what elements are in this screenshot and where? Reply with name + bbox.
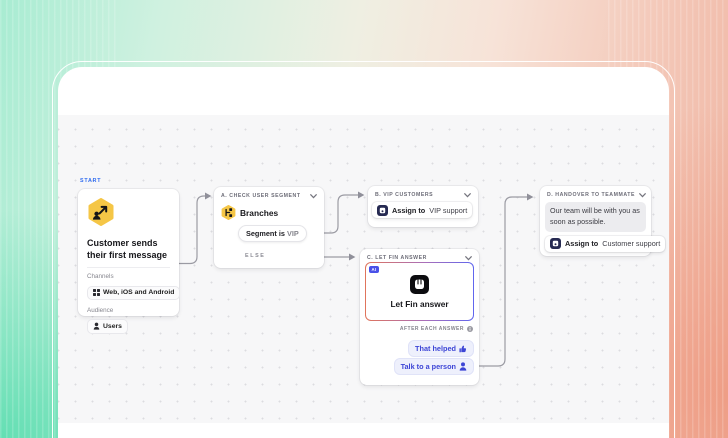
audience-chip[interactable]: Users	[87, 318, 128, 334]
fin-logo-icon	[410, 274, 429, 294]
after-each-answer-label: AFTER EACH ANSWER	[399, 326, 464, 332]
node-let-fin-answer[interactable]: C. LET FIN ANSWER AI Let Fin answer AFTE…	[360, 249, 479, 385]
branch-condition-value: VIP	[286, 229, 299, 238]
chevron-down-icon[interactable]	[639, 192, 646, 198]
node-c-header: C. LET FIN ANSWER	[367, 255, 427, 261]
assign-prefix: Assign to	[392, 205, 426, 215]
fin-card-title: Let Fin answer	[390, 298, 449, 309]
node-d-header: D. HANDOVER TO TEAMMATE	[547, 192, 635, 198]
channels-chip[interactable]: Web, iOS and Android	[87, 285, 181, 300]
branch-segment-is-vip[interactable]: Segment is VIP	[238, 225, 307, 242]
after-each-answer-row: AFTER EACH ANSWER	[400, 326, 473, 332]
node-vip-customers[interactable]: B. VIP CUSTOMERS Assign to VIP support	[368, 186, 478, 227]
channels-label: Channels	[87, 273, 114, 281]
chevron-down-icon[interactable]	[464, 192, 471, 198]
node-start[interactable]: Customer sends their first message Chann…	[78, 189, 181, 334]
start-trigger-icon	[88, 198, 114, 226]
audience-chip-label: Users	[103, 322, 122, 330]
node-handover-to-teammate[interactable]: D. HANDOVER TO TEAMMATE Our team will be…	[540, 186, 666, 256]
node-b-header: B. VIP CUSTOMERS	[375, 192, 434, 198]
talk-to-a-person-label: Talk to a person	[400, 362, 456, 371]
node-a-title: Branches	[240, 208, 279, 218]
start-badge: START	[80, 178, 102, 184]
assign-target: VIP support	[429, 205, 468, 215]
inbox-app-icon	[550, 238, 561, 250]
branch-condition-prefix: Segment is	[246, 229, 285, 238]
chevron-down-icon[interactable]	[465, 255, 472, 261]
chevron-down-icon[interactable]	[310, 193, 317, 199]
person-icon	[459, 362, 467, 371]
node-start-title: Customer sends their first message	[87, 238, 168, 261]
node-a-header: A. CHECK USER SEGMENT	[221, 193, 301, 199]
that-helped-label: That helped	[415, 344, 456, 353]
branch-else[interactable]: ELSE	[245, 253, 266, 259]
assign-vip-support-button[interactable]: Assign to VIP support	[372, 202, 473, 218]
channels-chip-label: Web, iOS and Android	[103, 289, 175, 297]
audience-label: Audience	[87, 307, 114, 315]
assign-prefix: Assign to	[565, 239, 599, 249]
assign-target: Customer support	[602, 239, 661, 249]
node-check-user-segment[interactable]: A. CHECK USER SEGMENT Branches Segment i…	[214, 187, 324, 268]
handover-message: Our team will be with you as soon as pos…	[545, 202, 646, 232]
assign-customer-support-button[interactable]: Assign to Customer support	[545, 235, 666, 252]
ai-badge: AI	[369, 266, 379, 273]
branch-icon	[221, 205, 236, 220]
thumbs-up-icon	[459, 345, 467, 352]
that-helped-button[interactable]: That helped	[408, 340, 474, 357]
user-icon	[93, 322, 100, 330]
apps-grid-icon	[93, 289, 100, 297]
divider	[87, 267, 170, 269]
info-icon[interactable]	[467, 326, 473, 332]
inbox-app-icon	[377, 204, 388, 216]
talk-to-a-person-button[interactable]: Talk to a person	[393, 358, 474, 375]
fin-answer-card[interactable]: AI Let Fin answer	[365, 262, 474, 321]
